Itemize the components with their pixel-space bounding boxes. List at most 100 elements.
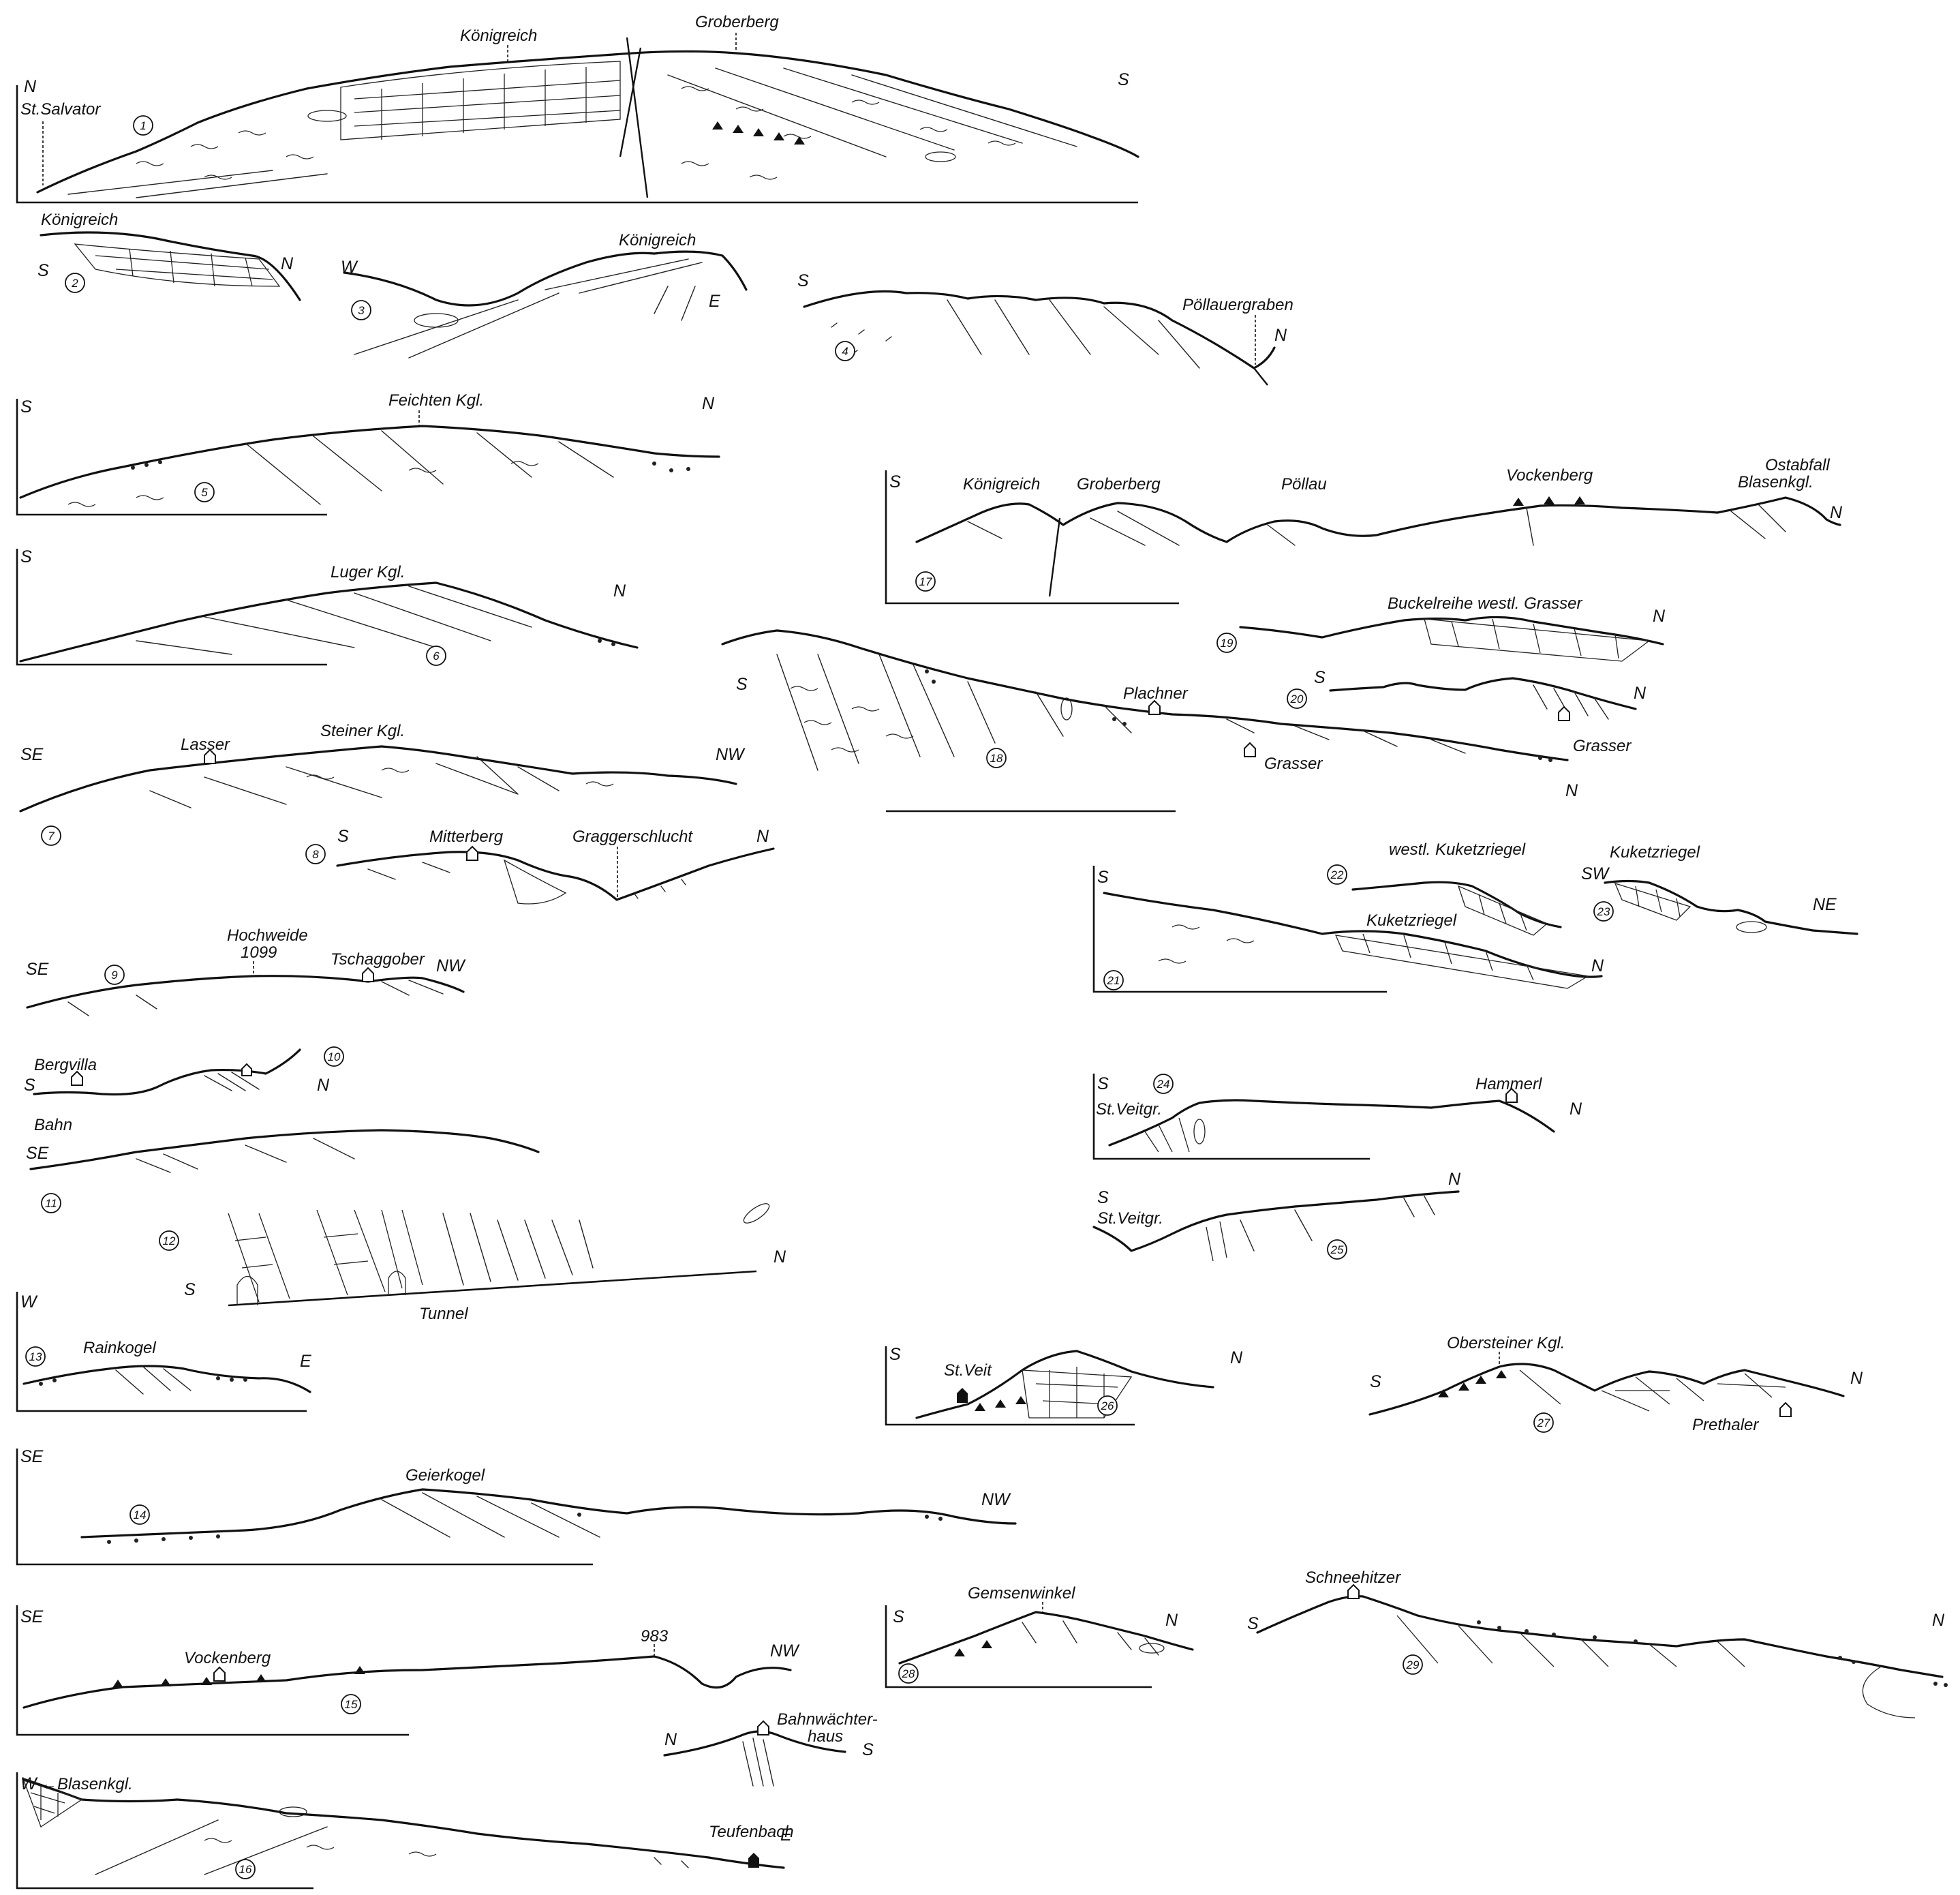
profile-19-label-buckelreihe: Buckelreihe westl. Grasser	[1388, 594, 1582, 613]
profile-27-dir-left: S	[1370, 1372, 1381, 1391]
profile-15-dir-right: NW	[770, 1641, 800, 1661]
profile-21-frame	[1094, 866, 1387, 992]
profile-23-label-kuketzriegel: Kuketzriegel	[1610, 843, 1700, 862]
profile-11-number: 11	[45, 1197, 57, 1210]
profile-3-dir-left: W	[341, 258, 358, 277]
profile-2-dir-right: N	[281, 254, 294, 273]
profile-16-schist-texture	[204, 1838, 436, 1856]
profile-19-dir-right: N	[1653, 607, 1666, 626]
profile-21: S N Kuketzriegel 21	[1094, 866, 1604, 992]
profile-7-surface	[20, 746, 736, 811]
profile-17-number: 17	[919, 575, 932, 588]
profile-18-house-icon	[1149, 701, 1160, 714]
profile-14-dir-left: SE	[20, 1447, 44, 1466]
profile-5: S N Feichten Kgl. 5	[17, 391, 719, 515]
profile-15b-house-icon	[758, 1721, 769, 1735]
profile-16-dir-left-label: W	[20, 1774, 38, 1793]
profile-1-breccia	[712, 121, 805, 145]
profile-25-dir-left: S	[1097, 1188, 1109, 1207]
profile-21-label-kuketzriegel: Kuketzriegel	[1366, 911, 1457, 930]
profile-2-label-koenigreich: Königreich	[41, 211, 118, 229]
profile-1: N S St.Salvator Königreich Groberberg 1	[17, 13, 1138, 202]
profile-6-frame	[17, 549, 327, 665]
profile-9-dir-left: SE	[26, 960, 49, 979]
profile-17-dir-right: N	[1830, 503, 1843, 522]
profile-28-lens	[1139, 1643, 1164, 1653]
profile-7-dir-left: SE	[20, 745, 44, 764]
profile-11-surface	[31, 1130, 538, 1169]
profile-25-label-st-veitgr: St.Veitgr.	[1097, 1209, 1163, 1228]
profile-2-limestone	[75, 244, 279, 286]
profile-13: W E Rainkogel 13	[17, 1292, 311, 1411]
profile-18-strata	[777, 654, 1465, 770]
profile-27-number: 27	[1537, 1416, 1550, 1429]
profile-1-label-koenigreich: Königreich	[460, 27, 537, 45]
profile-18: S N Plachner Grasser 18	[722, 631, 1578, 811]
profile-10-dir-right: N	[317, 1076, 330, 1095]
profile-8-label-mitterberg: Mitterberg	[429, 828, 504, 846]
profile-6-surface	[20, 583, 637, 661]
profile-1-dir-left: N	[24, 77, 37, 96]
profile-7-label-steiner-kgl: Steiner Kgl.	[320, 722, 405, 740]
profile-27-breccia	[1438, 1370, 1507, 1397]
profile-16-strata	[95, 1820, 688, 1875]
profile-18-lens	[1061, 698, 1072, 720]
profile-2: S N Königreich 2	[37, 211, 300, 300]
profile-28-number: 28	[902, 1667, 915, 1680]
profile-16-surface	[24, 1779, 784, 1868]
profile-21-limestone	[1336, 934, 1588, 988]
profile-8-dir-left: S	[337, 827, 349, 846]
profile-12-label-tunnel: Tunnel	[419, 1305, 468, 1323]
profile-26-dir-left: S	[889, 1345, 901, 1364]
profile-8-label-graggerschlucht: Graggerschlucht	[572, 828, 693, 846]
profile-25: S N St.Veitgr. 25	[1094, 1170, 1461, 1261]
profile-10: S N Bergvilla Bahn 10	[24, 1047, 343, 1134]
profile-26-church-icon	[957, 1388, 968, 1403]
profile-29: S N Schneehitzer 29	[1247, 1568, 1948, 1718]
profile-20-label-grasser: Grasser	[1573, 737, 1632, 755]
profile-29-dir-right: N	[1932, 1611, 1945, 1630]
profile-24-limestone	[1145, 1118, 1189, 1152]
profile-20-dir-right: N	[1634, 684, 1647, 703]
profile-26-breccia	[975, 1396, 1026, 1411]
profile-4-number: 4	[842, 345, 848, 358]
profile-3-label-koenigreich: Königreich	[619, 231, 696, 249]
profile-13-strata	[116, 1367, 191, 1394]
profile-2-dir-left: S	[37, 261, 49, 280]
profile-27-dir-right: N	[1850, 1369, 1863, 1388]
profile-27: S N Obersteiner Kgl. Prethaler 27	[1370, 1334, 1863, 1434]
profile-16-label-blasenkgl: ←Blasenkgl.	[41, 1775, 133, 1793]
profile-12-number: 12	[163, 1234, 176, 1247]
profile-28-strata	[1022, 1621, 1159, 1655]
profile-9-dir-right: NW	[436, 956, 466, 975]
profile-14-number: 14	[134, 1509, 147, 1521]
profile-7-schist-texture	[307, 768, 613, 786]
profile-6-label-luger-kgl: Luger Kgl.	[331, 563, 405, 581]
profile-13-dir-left: W	[20, 1292, 38, 1312]
profile-4-strata	[831, 300, 1199, 368]
profile-22-limestone	[1458, 886, 1547, 935]
profile-24-label-hammerl: Hammerl	[1475, 1075, 1542, 1093]
profile-26-label-st-veit: St.Veit	[944, 1361, 992, 1380]
profile-12-tunnel-portals	[237, 1271, 405, 1305]
profile-5-strata	[245, 431, 613, 504]
profile-3-dir-right: E	[709, 292, 720, 311]
profile-13-number: 13	[29, 1350, 42, 1363]
profile-23-limestone	[1615, 883, 1690, 920]
profile-11-dir-left: SE	[26, 1144, 49, 1163]
profile-1-number: 1	[140, 119, 146, 132]
profile-5-conglomerate	[131, 460, 690, 472]
profile-10-label-bergvilla: Bergvilla	[34, 1056, 97, 1074]
profile-9-number: 9	[111, 969, 118, 982]
profile-23-dir-right: NE	[1813, 895, 1837, 914]
profile-27-label-prethaler: Prethaler	[1692, 1416, 1759, 1434]
profile-11-strata	[136, 1138, 354, 1172]
profile-24-surface	[1109, 1100, 1554, 1145]
profile-5-number: 5	[201, 486, 208, 499]
profile-25-dir-right: N	[1448, 1170, 1461, 1189]
profile-12-baseline	[228, 1271, 756, 1305]
profile-10-label-bahn: Bahn	[34, 1116, 72, 1134]
profile-9-label-elevation: 1099	[241, 943, 277, 962]
profile-29-conglomerate	[1477, 1620, 1948, 1687]
profile-8-dir-right: N	[756, 827, 769, 846]
